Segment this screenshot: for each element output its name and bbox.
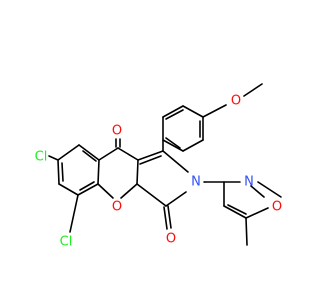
bond-16 (137, 150, 164, 161)
atom-label-isoxazole-o: O (272, 200, 282, 215)
bond-28 (182, 105, 204, 118)
bond-45 (245, 217, 248, 246)
bond-25 (69, 194, 79, 233)
bond-42 (257, 181, 282, 198)
bond-10 (117, 147, 139, 161)
bond-3 (58, 183, 79, 196)
bond-2 (77, 183, 99, 196)
bond-41 (245, 207, 269, 219)
bond-11 (136, 159, 139, 185)
bond-6 (82, 150, 97, 162)
bond-44 (250, 185, 265, 198)
bond-36 (243, 83, 263, 97)
bond-32 (165, 109, 184, 120)
bond-8 (61, 162, 64, 182)
atom-label-carbonyl-o-bottom: O (166, 232, 176, 247)
bond-27 (162, 105, 184, 118)
bond-0 (78, 144, 100, 161)
bond-13 (97, 183, 114, 199)
bond-35 (202, 104, 227, 118)
bond-17 (162, 150, 189, 173)
bond-31 (162, 139, 184, 152)
bond-5 (57, 144, 80, 161)
bond-40 (223, 205, 247, 219)
atom-label-ring-o-chromene: O (112, 200, 122, 215)
bond-21 (139, 155, 162, 165)
bond-7 (79, 181, 95, 191)
bond-30 (182, 139, 204, 152)
molecule-structure: O O O N Cl Cl O N O (35, 83, 282, 250)
atom-label-methoxy-o: O (231, 94, 241, 109)
atom-label-carbonyl-o-top: O (112, 124, 122, 139)
atom-label-cl-lower: Cl (60, 235, 73, 250)
bond-19 (165, 191, 187, 207)
bond-34 (165, 137, 181, 149)
bond-1 (97, 159, 100, 185)
atom-label-isoxazole-n: N (244, 175, 254, 190)
bond-12 (120, 183, 138, 199)
bond-20 (136, 183, 167, 207)
bond-22 (163, 206, 168, 230)
bond-4 (57, 159, 60, 185)
atom-label-ring-n-pyrrolidine: N (191, 175, 201, 190)
atom-label-cl-upper: Cl (35, 150, 48, 165)
bond-43 (227, 204, 247, 215)
bond-24 (48, 155, 59, 161)
bond-layer (48, 83, 282, 246)
atom-label-layer: O O O N Cl Cl O N O (35, 94, 282, 250)
bond-9 (98, 147, 119, 161)
bond-23 (167, 205, 172, 229)
